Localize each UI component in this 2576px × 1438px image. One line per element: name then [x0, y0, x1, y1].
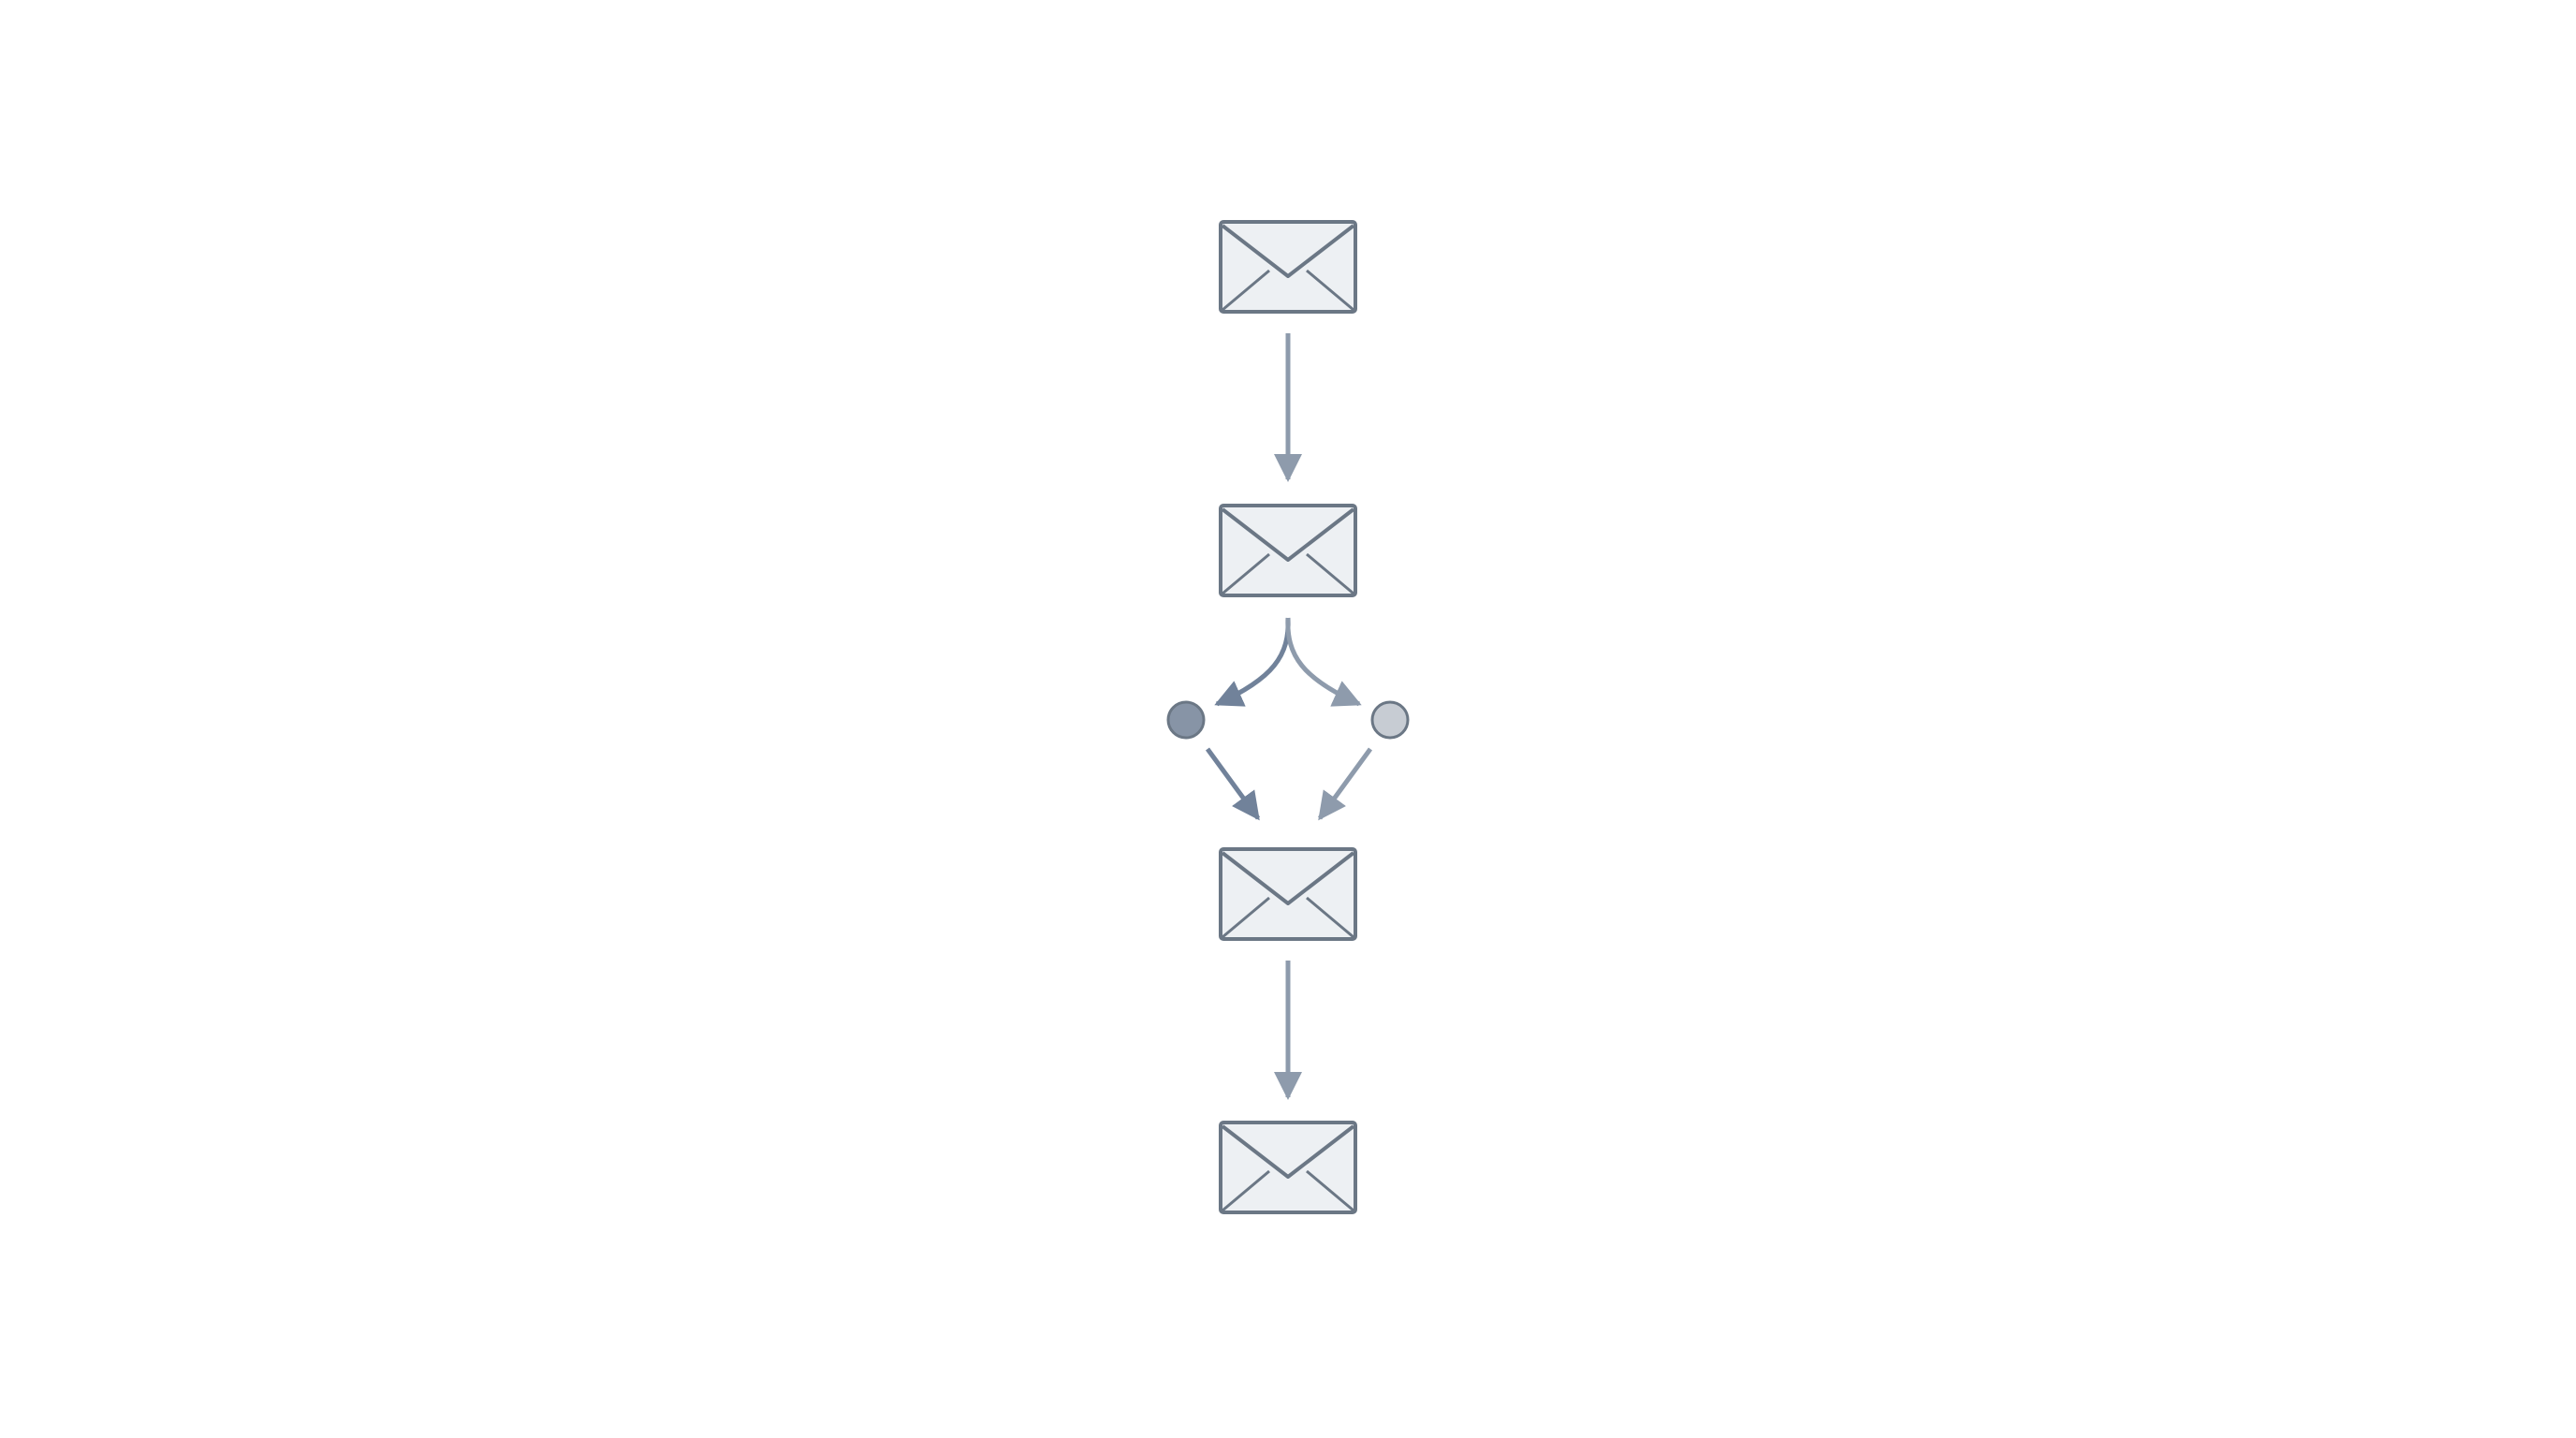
envelope-icon: [1219, 847, 1357, 941]
envelope-icon: [1219, 1121, 1357, 1214]
arrow-branch-right-to-message-3: [1317, 747, 1373, 821]
envelope-icon: [1219, 504, 1357, 597]
envelope-icon: [1219, 220, 1357, 314]
arrow-branch-left-to-message-3: [1205, 747, 1261, 821]
arrow-message-2-to-branch-right: [1285, 617, 1362, 707]
dot-icon: [1166, 700, 1206, 740]
dot-icon: [1370, 700, 1410, 740]
arrow-message-2-to-branch-left: [1214, 617, 1291, 707]
